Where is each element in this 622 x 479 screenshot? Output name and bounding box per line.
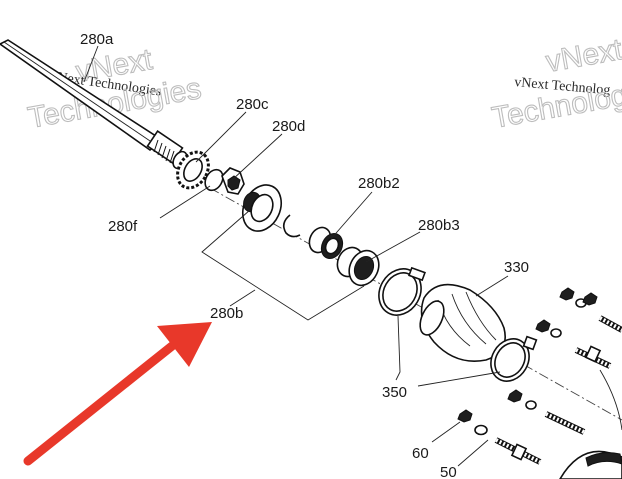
clamp-350-front: [378, 266, 426, 316]
housing: [559, 369, 622, 479]
bolt: [598, 315, 622, 333]
label-60: 60: [412, 445, 429, 462]
label-280c: 280c: [236, 96, 269, 113]
washer-60: [474, 424, 488, 436]
label-280b: 280b: [210, 305, 243, 322]
bolt: [544, 411, 586, 435]
clamp-350-rear: [490, 335, 538, 382]
label-280b2: 280b2: [358, 175, 400, 192]
label-350: 350: [382, 384, 407, 401]
bearing-280b2: [308, 226, 344, 260]
boot-330: [419, 283, 506, 362]
watermark-brand-right: vNext: [543, 33, 622, 79]
washer: [525, 400, 537, 410]
ring-280f: [204, 168, 224, 192]
label-280f: 280f: [108, 218, 138, 235]
label-330: 330: [504, 259, 529, 276]
nut: [535, 319, 551, 333]
label-50: 50: [440, 464, 457, 479]
nut: [507, 389, 523, 403]
nut: [582, 292, 598, 306]
label-280a: 280a: [80, 31, 114, 48]
label-280b3: 280b3: [418, 217, 460, 234]
hardware-right: [457, 287, 622, 465]
bolt: [574, 345, 612, 369]
red-arrow-icon: [23, 322, 212, 466]
leader-lines: [83, 45, 509, 467]
washer: [550, 328, 562, 338]
flange-280b: [241, 184, 283, 232]
nut-60: [457, 409, 473, 423]
circlip: [282, 214, 301, 238]
label-280d: 280d: [272, 118, 305, 135]
bolt-50: [494, 437, 542, 465]
nut: [559, 287, 575, 301]
watermark-right: vNext vNext Technolog Technologies: [489, 32, 622, 135]
toothed-washer-280c: [176, 150, 210, 190]
part-labels: 280a 280c 280d 280f 280b2 280b3 280b 330…: [80, 31, 529, 479]
